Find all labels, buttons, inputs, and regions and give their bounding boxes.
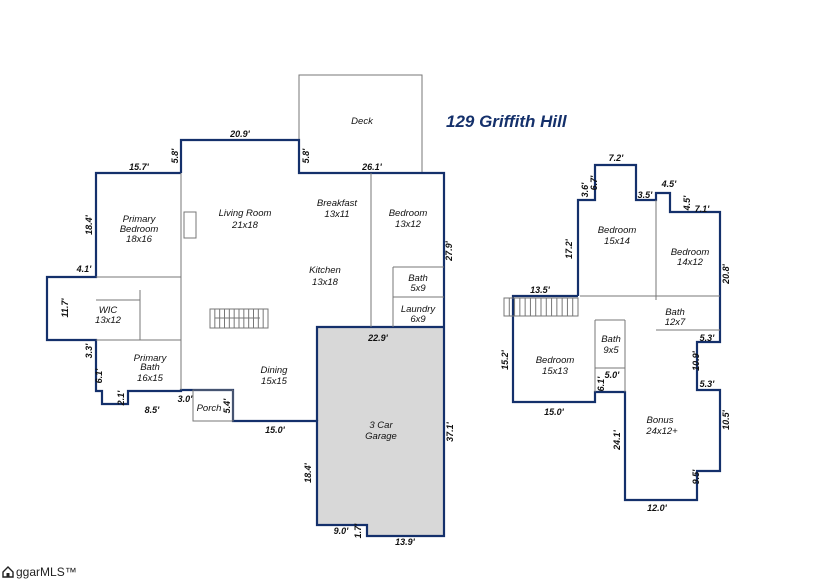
dim-label: 5.8'	[301, 148, 311, 164]
house-icon	[2, 566, 14, 578]
upper-bath-b-size: 9x5	[603, 345, 619, 356]
upper-bath-a-size: 12x7	[665, 317, 686, 328]
dim-label: 10.9'	[691, 350, 701, 371]
dim-label: 4.5'	[661, 179, 678, 189]
upper-bonus-size: 24x12+	[645, 426, 678, 437]
dim-label: 5.0'	[605, 370, 621, 380]
dim-label: 20.8'	[721, 263, 731, 285]
dim-label: 3.6'	[580, 182, 590, 198]
kitchen-size: 13x18	[312, 277, 339, 288]
dim-label: 9.5'	[691, 469, 701, 485]
dim-label: 37.1'	[445, 421, 455, 442]
dining-size: 15x15	[261, 376, 288, 387]
dim-label: 15.0'	[265, 425, 286, 435]
primary-bedroom-label-2: Bedroom	[120, 224, 159, 235]
dim-label: 4.5'	[682, 195, 692, 212]
bath-label: Bath	[408, 273, 428, 284]
primary-bath-size: 16x15	[137, 373, 164, 384]
dim-label: 3.0'	[178, 394, 194, 404]
dim-label: 15.0'	[544, 407, 565, 417]
dim-label: 24.1'	[612, 429, 622, 451]
dim-label: 15.7'	[129, 162, 150, 172]
upper-bath-b-label: Bath	[601, 334, 621, 345]
dim-label: 9.0'	[334, 526, 350, 536]
upper-bedroom-c-size: 15x13	[542, 366, 569, 377]
dim-label: 17.2'	[564, 238, 574, 259]
garage-label-2: Garage	[365, 431, 397, 442]
dim-label: 6.7'	[589, 175, 599, 191]
upper-bedroom-b-size: 14x12	[677, 257, 704, 268]
bedroom-label: Bedroom	[389, 208, 428, 219]
dim-label: 11.7'	[60, 298, 70, 318]
logo-text: ggarMLS™	[16, 565, 77, 579]
breakfast-size: 13x11	[324, 209, 349, 220]
upper-bedroom-b-label: Bedroom	[671, 247, 710, 258]
garage-label-1: 3 Car	[369, 420, 393, 431]
wic-label: WIC	[99, 305, 118, 316]
upper-bath-a-label: Bath	[665, 307, 685, 318]
primary-bath-label-1: Primary	[134, 353, 168, 364]
upper-bedroom-a-label: Bedroom	[598, 225, 637, 236]
dim-label: 10.5'	[721, 409, 731, 430]
dim-label: 18.4'	[303, 462, 313, 483]
dim-label: 5.4'	[222, 398, 232, 414]
upper-stairs	[503, 297, 579, 317]
deck-label: Deck	[351, 116, 374, 127]
dim-label: 4.1'	[76, 264, 93, 274]
laundry-label: Laundry	[401, 304, 437, 315]
upper-bonus-label: Bonus	[647, 415, 674, 426]
dim-label: 13.9'	[395, 537, 416, 547]
dim-label: 8.5'	[145, 405, 161, 415]
primary-bath-label-2: Bath	[140, 362, 160, 373]
laundry-size: 6x9	[410, 314, 426, 325]
dim-label: 26.1'	[361, 162, 383, 172]
dim-label: 13.5'	[530, 285, 551, 295]
dim-label: 7.1'	[695, 204, 711, 214]
dim-label: 5.3'	[700, 379, 716, 389]
dim-label: 7.2'	[609, 153, 625, 163]
breakfast-label: Breakfast	[317, 198, 357, 209]
wic-size: 13x12	[95, 315, 122, 326]
porch-label: Porch	[197, 403, 222, 414]
dim-label: 3.5'	[638, 190, 654, 200]
living-room-size: 21x18	[231, 220, 259, 231]
fireplace	[183, 211, 197, 239]
dining-label: Dining	[261, 365, 289, 376]
dim-label: 6.1'	[94, 368, 104, 384]
dim-label: 22.9'	[367, 333, 389, 343]
kitchen-label: Kitchen	[309, 265, 341, 276]
dim-label: 3.3'	[84, 343, 94, 359]
living-room-label: Living Room	[219, 208, 272, 219]
garage-area	[317, 327, 444, 536]
dim-label: 18.4'	[84, 214, 94, 235]
upper-bedroom-a-size: 15x14	[604, 236, 630, 247]
primary-bedroom-size: 18x16	[126, 234, 153, 245]
plan-title: 129 Griffith Hill	[446, 112, 567, 131]
porch-outline	[192, 389, 234, 422]
primary-bedroom-label-1: Primary	[123, 214, 157, 225]
dim-label: 2.1'	[116, 390, 126, 407]
dim-label: 1.7'	[353, 523, 363, 539]
dim-label: 5.8'	[170, 148, 180, 164]
upper-bedroom-c-label: Bedroom	[536, 355, 575, 366]
dim-label: 20.9'	[229, 129, 251, 139]
dim-label: 27.9'	[444, 240, 454, 262]
main-stairs	[209, 308, 269, 329]
bath-size: 5x9	[410, 283, 426, 294]
bedroom-size: 13x12	[395, 219, 422, 230]
mls-logo: ggarMLS™	[2, 565, 77, 579]
dim-label: 5.3'	[700, 333, 716, 343]
dim-label: 6.1'	[596, 376, 606, 392]
dim-label: 15.2'	[500, 349, 510, 370]
dim-label: 12.0'	[647, 503, 668, 513]
garage-wall	[315, 325, 444, 421]
